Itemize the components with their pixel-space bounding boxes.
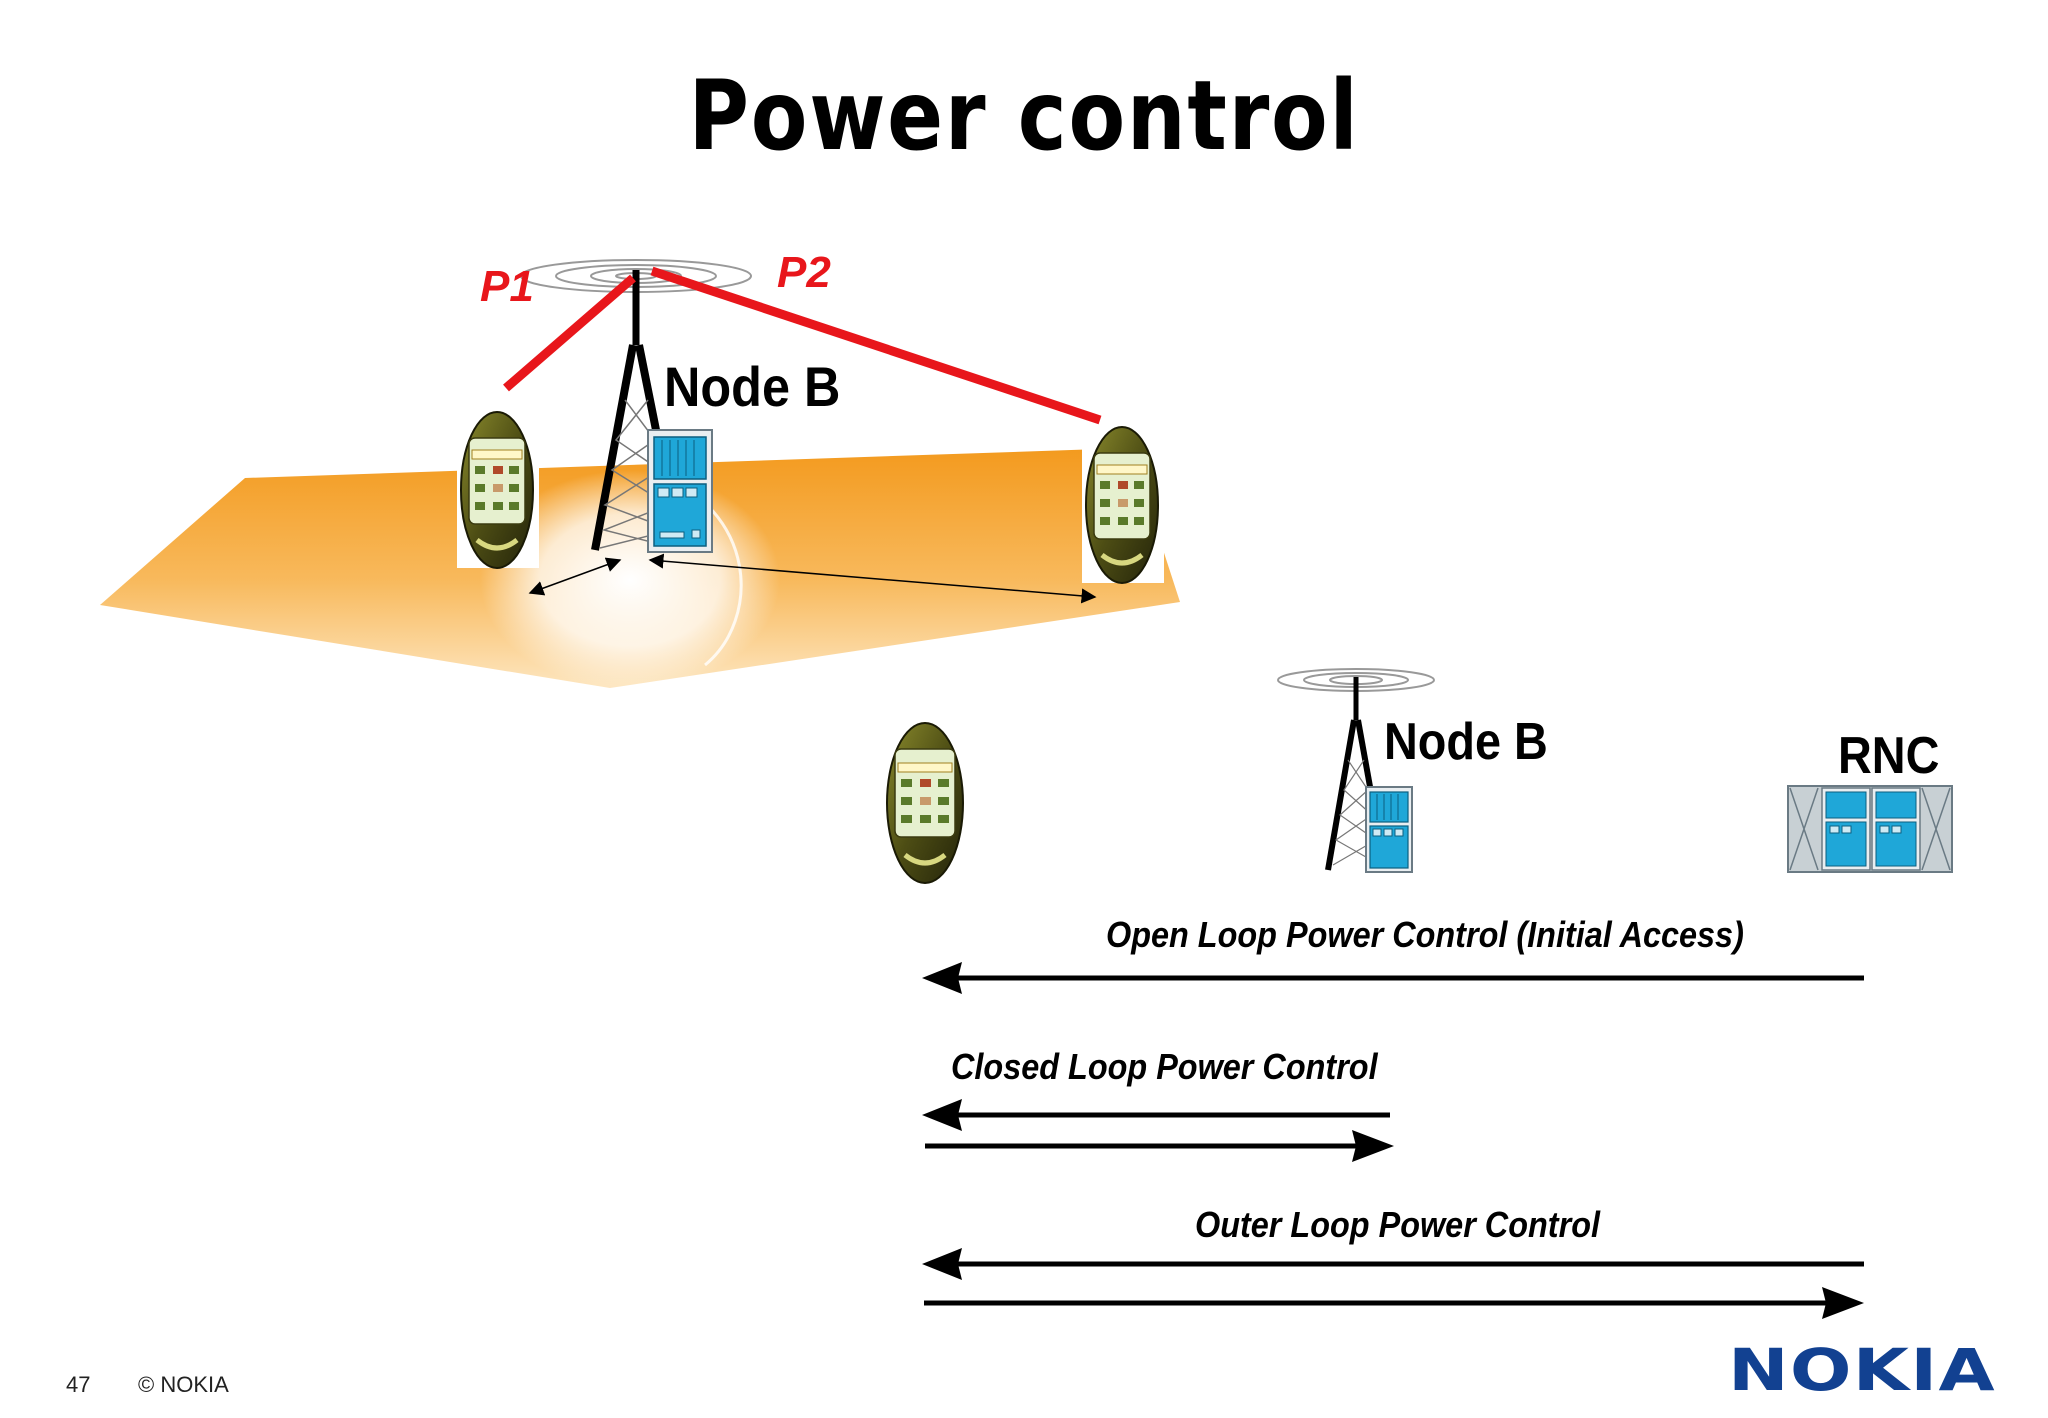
copyright: © NOKIA bbox=[138, 1372, 229, 1397]
closed-loop-downlink-arrow bbox=[922, 1099, 1390, 1131]
open-loop-label: Open Loop Power Control (Initial Access) bbox=[1106, 914, 1744, 955]
nokia-logo: NOKIA bbox=[1728, 1336, 1996, 1404]
closed-loop-uplink-arrow bbox=[925, 1130, 1394, 1162]
outer-loop-uplink-arrow bbox=[924, 1287, 1864, 1319]
phone-bottom-icon bbox=[886, 722, 964, 884]
p1-label: P1 bbox=[480, 262, 534, 311]
cell-coverage-floor bbox=[100, 448, 1180, 690]
open-loop-arrow bbox=[922, 962, 1864, 994]
rnc-cabinet-icon bbox=[1787, 785, 1953, 873]
phone-p2-icon bbox=[1082, 426, 1164, 584]
p2-label: P2 bbox=[777, 248, 831, 297]
slide-title: Power control bbox=[688, 60, 1360, 172]
phone-p1-icon bbox=[457, 411, 539, 569]
closed-loop-label: Closed Loop Power Control bbox=[951, 1046, 1378, 1087]
bottom-node-b-label: Node B bbox=[1384, 713, 1548, 771]
distance-arrows bbox=[528, 553, 1097, 604]
p2-signal-line bbox=[650, 266, 1102, 425]
top-node-b-cabinet-icon bbox=[647, 429, 713, 553]
top-node-b-label: Node B bbox=[664, 355, 841, 418]
outer-loop-downlink-arrow bbox=[922, 1248, 1864, 1280]
p1-signal-line bbox=[503, 274, 636, 392]
outer-loop-label: Outer Loop Power Control bbox=[1195, 1204, 1600, 1245]
page-number: 47 bbox=[66, 1372, 91, 1397]
rnc-label: RNC bbox=[1838, 727, 1940, 785]
bottom-node-b-cabinet-icon bbox=[1365, 786, 1413, 873]
